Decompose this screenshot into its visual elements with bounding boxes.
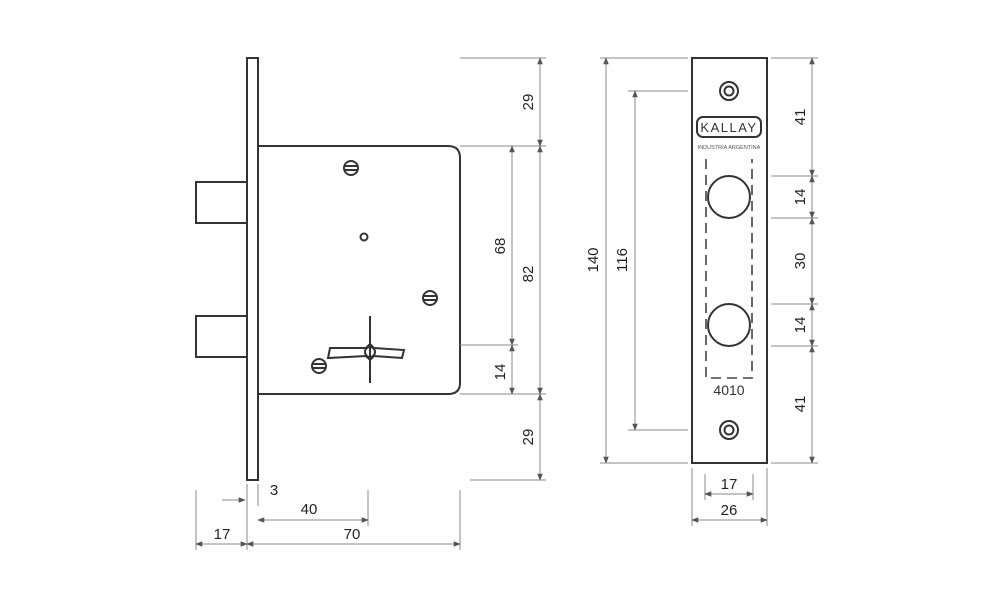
faceplate — [246, 57, 259, 481]
lock-body — [258, 145, 461, 395]
dim-bolt-projection: 17 — [214, 526, 231, 543]
upper-bolt-hole — [707, 175, 751, 219]
screw-icon — [343, 160, 359, 176]
dim-upper-hole: 14 — [792, 189, 809, 206]
dim-inner-width: 17 — [721, 476, 738, 493]
upper-bolt — [195, 181, 248, 224]
dim-bottom: 29 — [520, 429, 537, 446]
cam-lever — [326, 316, 406, 383]
bottom-screw-hole — [719, 420, 739, 440]
dim-body-inner: 68 — [492, 238, 509, 255]
dim-body-total: 82 — [520, 266, 537, 283]
top-screw-hole — [719, 81, 739, 101]
dim-hole-spacing: 30 — [792, 253, 809, 270]
dim-backset: 40 — [301, 501, 318, 518]
front-faceplate — [691, 57, 768, 464]
pin-hole — [359, 232, 369, 242]
lower-bolt-hole — [707, 303, 751, 347]
brand-logo: KALLAY INDUSTRIA ARGENTINA — [696, 116, 762, 151]
dim-top-margin: 41 — [792, 109, 809, 126]
tagline-text: INDUSTRIA ARGENTINA — [698, 145, 761, 151]
logo-text: KALLAY — [700, 120, 757, 135]
dim-body-depth: 70 — [344, 526, 361, 543]
dim-plate-thickness: 3 — [270, 482, 278, 499]
dim-total-height: 140 — [585, 247, 602, 272]
dim-width: 26 — [721, 502, 738, 519]
bolt-outline — [705, 159, 753, 379]
dim-cam: 14 — [492, 364, 509, 381]
dim-lower-hole: 14 — [792, 317, 809, 334]
dim-top: 29 — [520, 94, 537, 111]
side-view: 29 68 82 14 29 3 40 17 70 — [195, 57, 546, 550]
model-number: 4010 — [713, 382, 744, 398]
lower-bolt — [195, 315, 248, 358]
screw-icon — [422, 290, 438, 306]
dim-screw-span: 116 — [614, 248, 631, 272]
front-view: KALLAY INDUSTRIA ARGENTINA 4010 140 116 — [585, 57, 818, 526]
screw-icon — [311, 358, 327, 374]
dim-bottom-margin: 41 — [792, 396, 809, 413]
